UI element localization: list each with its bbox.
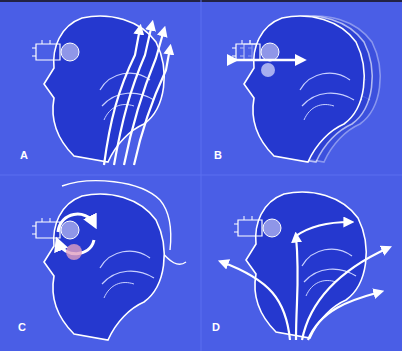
helmet-d xyxy=(222,192,388,340)
panel-letter: A xyxy=(20,150,28,161)
panel-letter: D xyxy=(212,322,220,333)
helmet-c xyxy=(32,181,186,340)
panel-letter: C xyxy=(18,322,26,333)
helmet-b xyxy=(232,16,380,162)
helmet-a xyxy=(32,16,170,165)
panel-letter: B xyxy=(214,150,222,161)
